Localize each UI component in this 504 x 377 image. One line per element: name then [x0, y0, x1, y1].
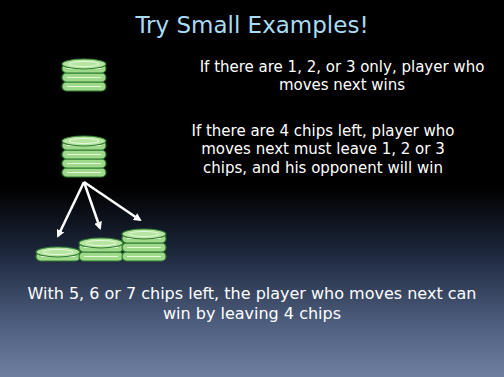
chip-stack: [36, 247, 80, 261]
chip: [36, 247, 80, 257]
slide-title: Try Small Examples!: [20, 12, 484, 40]
note-text: If there are 1, 2, or 3 only, player who…: [192, 58, 492, 95]
chip-stack: [79, 238, 123, 261]
chip: [122, 252, 166, 261]
chip: [62, 82, 106, 91]
chip: [79, 238, 123, 248]
arrow: [84, 182, 140, 220]
chip: [62, 168, 106, 177]
chip: [62, 73, 106, 82]
chip-stack: [62, 59, 106, 91]
chip: [79, 252, 123, 261]
chip-stack: [62, 136, 106, 177]
arrow: [58, 182, 84, 236]
chip: [122, 243, 166, 252]
conclusion-text: With 5, 6 or 7 chips left, the player wh…: [14, 284, 490, 323]
move-arrows: [58, 182, 140, 236]
chip: [122, 229, 166, 239]
chip: [62, 136, 106, 146]
chip: [62, 150, 106, 159]
chip-stack: [122, 229, 166, 261]
chip: [62, 59, 106, 69]
chip: [62, 159, 106, 168]
note-text: If there are 4 chips left, player who mo…: [188, 122, 458, 177]
